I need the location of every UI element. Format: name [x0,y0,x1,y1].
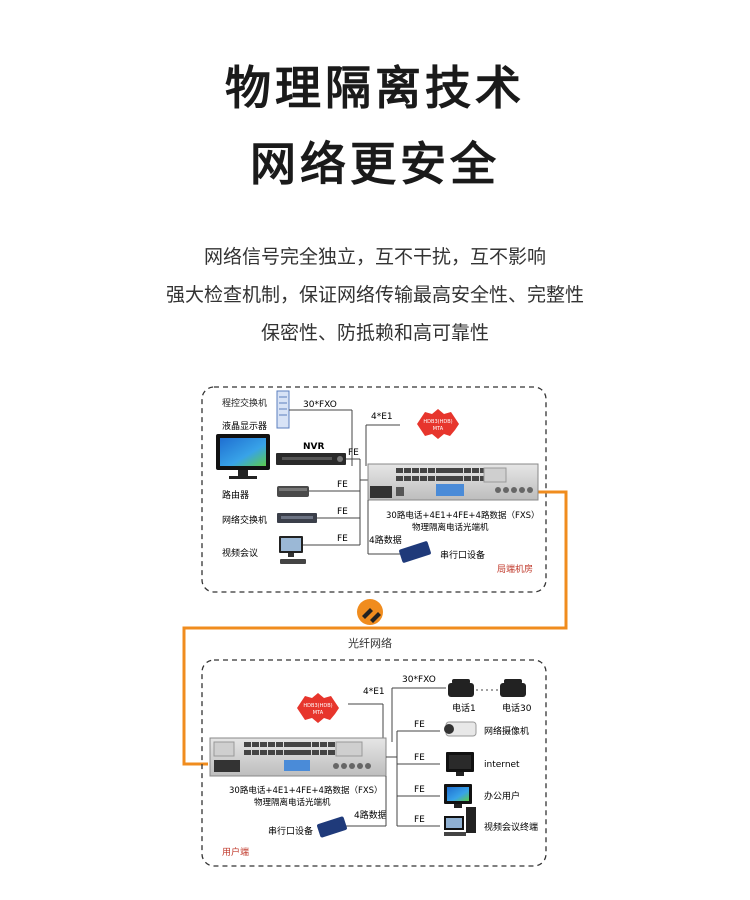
title-line-1: 物理隔离技术 [225,61,525,115]
top-equipment-line2: 物理隔离电话光端机 [412,522,489,533]
top-fe-4: FE [337,534,348,544]
top-badge-icon [417,409,459,439]
phone-30-icon [500,683,526,697]
bottom-badge-icon [297,693,339,723]
nvr-label: NVR [303,442,324,452]
bottom-serial-label: 串行口设备 [268,825,313,837]
user-end-label: 用户端 [222,846,249,858]
phone-1-icon [448,683,474,697]
top-equipment-line1: 30路电话+4E1+4FE+4路数据（FXS） [386,510,540,521]
bottom-fxo-label: 30*FXO [402,675,436,685]
bottom-data-label: 4路数据 [354,809,387,821]
central-office-box [201,386,547,593]
central-office-label: 局端机房 [497,563,533,575]
video-conf-label: 视频会议 [222,547,258,559]
router-icon [277,486,309,497]
top-fe-1: FE [348,448,359,458]
lcd-label: 液晶显示器 [222,420,267,432]
video-terminal-label: 视频会议终端 [484,821,538,833]
subtitle-line-2: 强大检查机制，保证网络传输最高安全性、完整性 [165,284,584,306]
bottom-fe-3: FE [414,785,425,795]
top-fe-3: FE [337,507,348,517]
switch-label: 网络交换机 [222,514,267,526]
title-line-2: 网络更安全 [250,137,500,191]
router-label: 路由器 [222,489,249,501]
top-serial-label: 串行口设备 [440,549,485,561]
video-terminal-icon [466,807,476,833]
top-fe-2: FE [337,480,348,490]
bottom-equipment-line1: 30路电话+4E1+4FE+4路数据（FXS） [229,785,383,796]
top-data-label: 4路数据 [369,534,402,546]
top-serial-device-icon [399,541,431,563]
subtitle-line-3: 保密性、防抵赖和高可靠性 [260,322,489,344]
top-fxo-label: 30*FXO [303,400,337,410]
bottom-fe-1: FE [414,720,425,730]
top-badge-line1: HDB3(HDB) [423,419,452,425]
top-e1-label: 4*E1 [371,412,393,422]
bottom-badge-line1: HDB3(HDB) [303,703,332,709]
bottom-serial-device-icon [317,816,347,838]
phone-30-label: 电话30 [502,702,532,714]
bottom-fe-2: FE [414,753,425,763]
bottom-e1-label: 4*E1 [363,687,385,697]
fiber-line [182,490,568,766]
bottom-equipment-line2: 物理隔离电话光端机 [254,797,331,808]
internet-label: internet [484,760,520,770]
fiber-label: 光纤网络 [348,636,392,650]
camera-label: 网络摄像机 [484,725,529,737]
top-badge-line2: MTA [433,426,444,432]
subtitle-line-1: 网络信号完全独立，互不干扰，互不影响 [203,246,546,268]
bottom-badge-line2: MTA [313,710,324,716]
phone-1-label: 电话1 [452,702,476,714]
bottom-fe-4: FE [414,815,425,825]
pbx-label: 程控交换机 [222,397,267,409]
office-user-label: 办公用户 [484,790,520,802]
